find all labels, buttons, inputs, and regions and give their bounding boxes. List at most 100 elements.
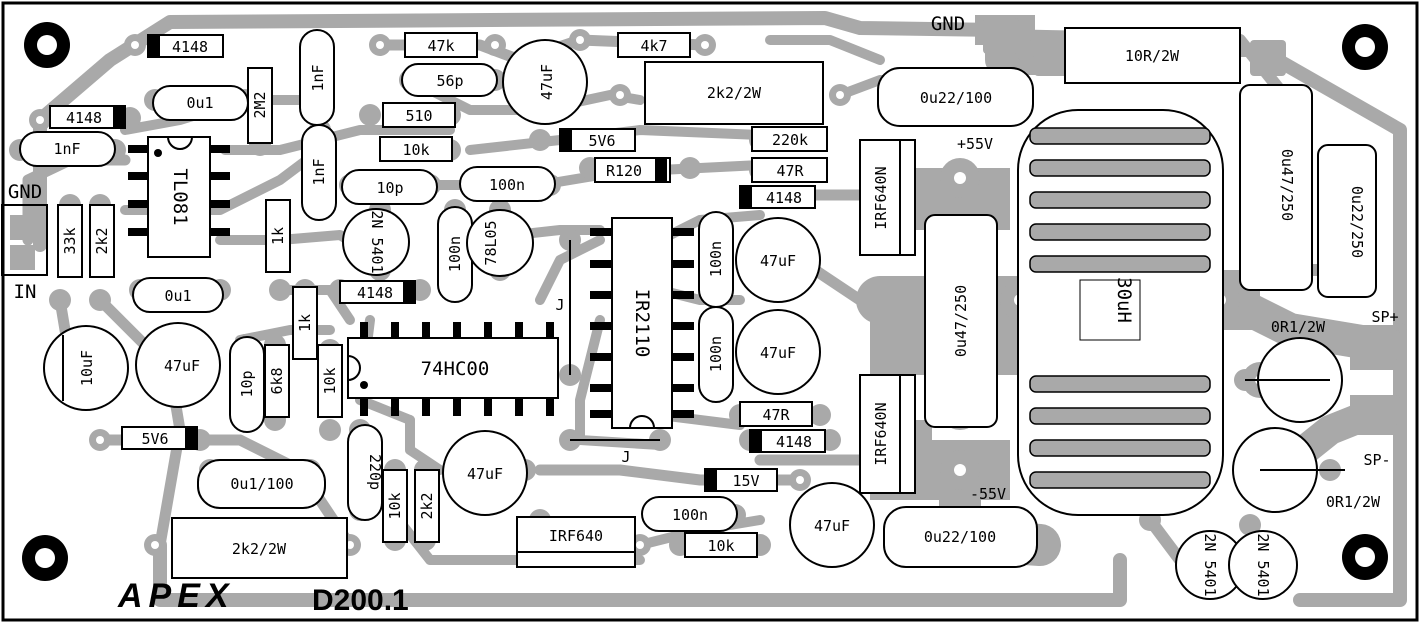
- shunt-0r1-a: [1245, 337, 1343, 423]
- resistor-33k: 33k: [57, 204, 83, 278]
- svg-text:100n: 100n: [446, 236, 464, 272]
- svg-text:IR2110: IR2110: [631, 289, 653, 358]
- jumper-wires: [569, 240, 660, 441]
- capacitor-0u22-100-bottom: 0u22/100: [883, 506, 1038, 568]
- board-model: D200.1: [312, 584, 409, 617]
- svg-text:R120: R120: [606, 162, 642, 180]
- svg-text:10uF: 10uF: [78, 350, 96, 386]
- svg-text:0u1: 0u1: [164, 287, 191, 305]
- svg-text:10R/2W: 10R/2W: [1125, 47, 1180, 65]
- capacitor-100n-c: 100n: [698, 211, 734, 308]
- capacitor-100n-a: 100n: [459, 166, 556, 202]
- svg-text:0u22/100: 0u22/100: [920, 89, 992, 107]
- svg-text:4148: 4148: [766, 189, 802, 207]
- svg-text:IRF640N: IRF640N: [872, 166, 890, 229]
- mounting-hole-br: [1342, 534, 1388, 580]
- svg-text:6k8: 6k8: [268, 367, 286, 394]
- svg-text:0u22/250: 0u22/250: [1348, 186, 1366, 258]
- svg-text:2k2/2W: 2k2/2W: [707, 84, 762, 102]
- svg-text:2M2: 2M2: [251, 91, 269, 118]
- svg-text:220k: 220k: [772, 131, 808, 149]
- svg-text:0u47/250: 0u47/250: [1278, 149, 1296, 221]
- label-gnd-top: GND: [931, 13, 965, 35]
- capacitor-0u22-250: 0u22/250: [1317, 144, 1377, 298]
- capacitor-100n-e: 100n: [641, 496, 738, 532]
- inductor-30uh: 30uH: [1017, 109, 1224, 516]
- resistor-2m2: 2M2: [247, 67, 273, 144]
- svg-text:5V6: 5V6: [588, 132, 615, 150]
- svg-text:10k: 10k: [386, 492, 404, 519]
- svg-text:100n: 100n: [707, 336, 725, 372]
- svg-text:4k7: 4k7: [640, 37, 667, 55]
- svg-text:1nF: 1nF: [53, 140, 80, 158]
- svg-text:2k2/2W: 2k2/2W: [232, 540, 287, 558]
- svg-text:0u22/100: 0u22/100: [924, 528, 996, 546]
- svg-text:47R: 47R: [776, 162, 804, 180]
- inductor-label: 30uH: [1113, 277, 1135, 323]
- capacitor-47uf-top: 47uF: [502, 39, 588, 125]
- capacitor-100n-d: 100n: [698, 306, 734, 403]
- resistor-10r-2w: 10R/2W: [1064, 27, 1241, 84]
- svg-text:47uF: 47uF: [814, 517, 850, 535]
- resistor-6k8: 6k8: [264, 344, 290, 418]
- diode-4148-top: 4148: [147, 34, 224, 58]
- resistor-10k-b: 10k: [317, 344, 343, 418]
- zener-5v6-b: 5V6: [121, 426, 198, 450]
- board-labels: GND GND IN +55V -55V SP+ SP- 0R1/2W 0R1/…: [8, 13, 1399, 617]
- svg-text:10p: 10p: [376, 179, 403, 197]
- resistor-2k2-2w-bottom: 2k2/2W: [171, 517, 348, 579]
- svg-text:4148: 4148: [66, 109, 102, 127]
- brand-logo: APEX: [117, 577, 235, 615]
- label-shunt-0r1-b: 0R1/2W: [1326, 493, 1381, 511]
- svg-text:510: 510: [405, 107, 432, 125]
- zener-5v6-a: 5V6: [559, 128, 636, 152]
- resistor-10k-a: 10k: [379, 136, 453, 162]
- svg-text:1k: 1k: [269, 227, 287, 245]
- svg-text:2N 5401: 2N 5401: [1254, 533, 1272, 596]
- capacitor-0u1-a: 0u1: [152, 85, 249, 121]
- ic-74hc00: 74HC00: [347, 322, 559, 416]
- label-jumper-2: J: [621, 448, 630, 466]
- capacitor-0u22-100-top: 0u22/100: [877, 67, 1034, 127]
- svg-text:2N 5401: 2N 5401: [368, 210, 386, 273]
- svg-text:10k: 10k: [321, 367, 339, 394]
- mounting-hole-tr: [1342, 24, 1388, 70]
- svg-text:1nF: 1nF: [310, 158, 328, 185]
- label-minus-55v: -55V: [970, 485, 1006, 503]
- diode-4148-c: 4148: [339, 280, 416, 304]
- svg-text:2N 5401: 2N 5401: [1201, 533, 1219, 596]
- label-jumper-1: J: [555, 296, 564, 314]
- resistor-10k-c: 10k: [382, 469, 408, 543]
- capacitor-0u1-b: 0u1: [132, 277, 224, 313]
- resistor-10k-d: 10k: [684, 532, 758, 558]
- capacitor-47uf-d: 47uF: [442, 430, 528, 516]
- svg-text:47k: 47k: [427, 37, 454, 55]
- svg-text:100n: 100n: [489, 176, 525, 194]
- svg-text:47R: 47R: [762, 406, 790, 424]
- svg-text:IRF640N: IRF640N: [872, 402, 890, 465]
- capacitor-0u47-250-mid: 0u47/250: [924, 214, 998, 428]
- svg-text:0u1/100: 0u1/100: [230, 475, 293, 493]
- resistor-220k: 220k: [751, 126, 828, 152]
- resistor-r120: R120: [594, 157, 671, 183]
- regulator-78l05: 78L05: [466, 209, 534, 277]
- svg-text:33k: 33k: [61, 227, 79, 254]
- svg-text:100n: 100n: [672, 506, 708, 524]
- svg-text:1k: 1k: [296, 314, 314, 332]
- capacitor-220p: 220p: [347, 424, 384, 521]
- svg-text:TL081: TL081: [169, 168, 191, 225]
- resistor-47k: 47k: [404, 32, 478, 58]
- diode-4148-left: 4148: [49, 105, 126, 129]
- svg-text:2k2: 2k2: [418, 492, 436, 519]
- svg-text:0u47/250: 0u47/250: [952, 285, 970, 357]
- svg-text:47uF: 47uF: [760, 344, 796, 362]
- capacitor-100n-b: 100n: [437, 206, 473, 303]
- svg-text:IRF640: IRF640: [549, 527, 603, 545]
- svg-text:56p: 56p: [436, 72, 463, 90]
- svg-text:100n: 100n: [707, 241, 725, 277]
- svg-text:0u1: 0u1: [186, 94, 213, 112]
- shunt-0r1-b: [1232, 427, 1345, 513]
- capacitor-47uf-e: 47uF: [789, 482, 875, 568]
- zener-15v: 15V: [704, 468, 778, 492]
